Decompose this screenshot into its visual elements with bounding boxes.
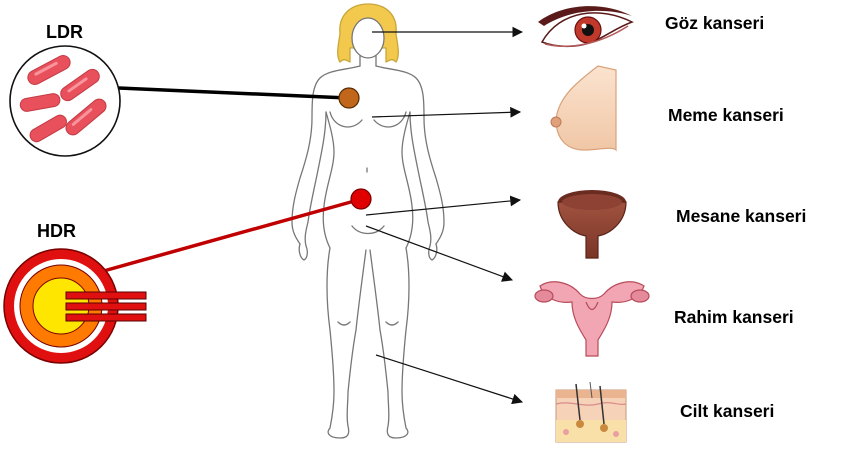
- ldr-label: LDR: [46, 22, 83, 43]
- arrow-cilt: [376, 355, 522, 402]
- cancer-label-mesane: Mesane kanseri: [676, 206, 806, 227]
- hdr-marker: [351, 189, 371, 209]
- skin-icon: [556, 382, 626, 442]
- face: [352, 18, 384, 58]
- arrow-meme: [372, 112, 520, 117]
- bladder-icon: [558, 190, 626, 258]
- uterus-icon: [535, 282, 649, 356]
- ldr-marker: [339, 88, 359, 108]
- breast-icon: [551, 66, 616, 150]
- cancer-label-cilt: Cilt kanseri: [680, 401, 774, 422]
- cancer-label-rahim: Rahim kanseri: [674, 307, 794, 328]
- cancer-label-goz: Göz kanseri: [665, 13, 764, 34]
- ldr-seeds-circle: [10, 46, 348, 156]
- cancer-label-meme: Meme kanseri: [668, 105, 784, 126]
- eye-icon: [538, 6, 632, 46]
- arrow-rahim: [366, 226, 512, 280]
- hdr-label: HDR: [37, 221, 76, 242]
- body-figure: [292, 4, 444, 438]
